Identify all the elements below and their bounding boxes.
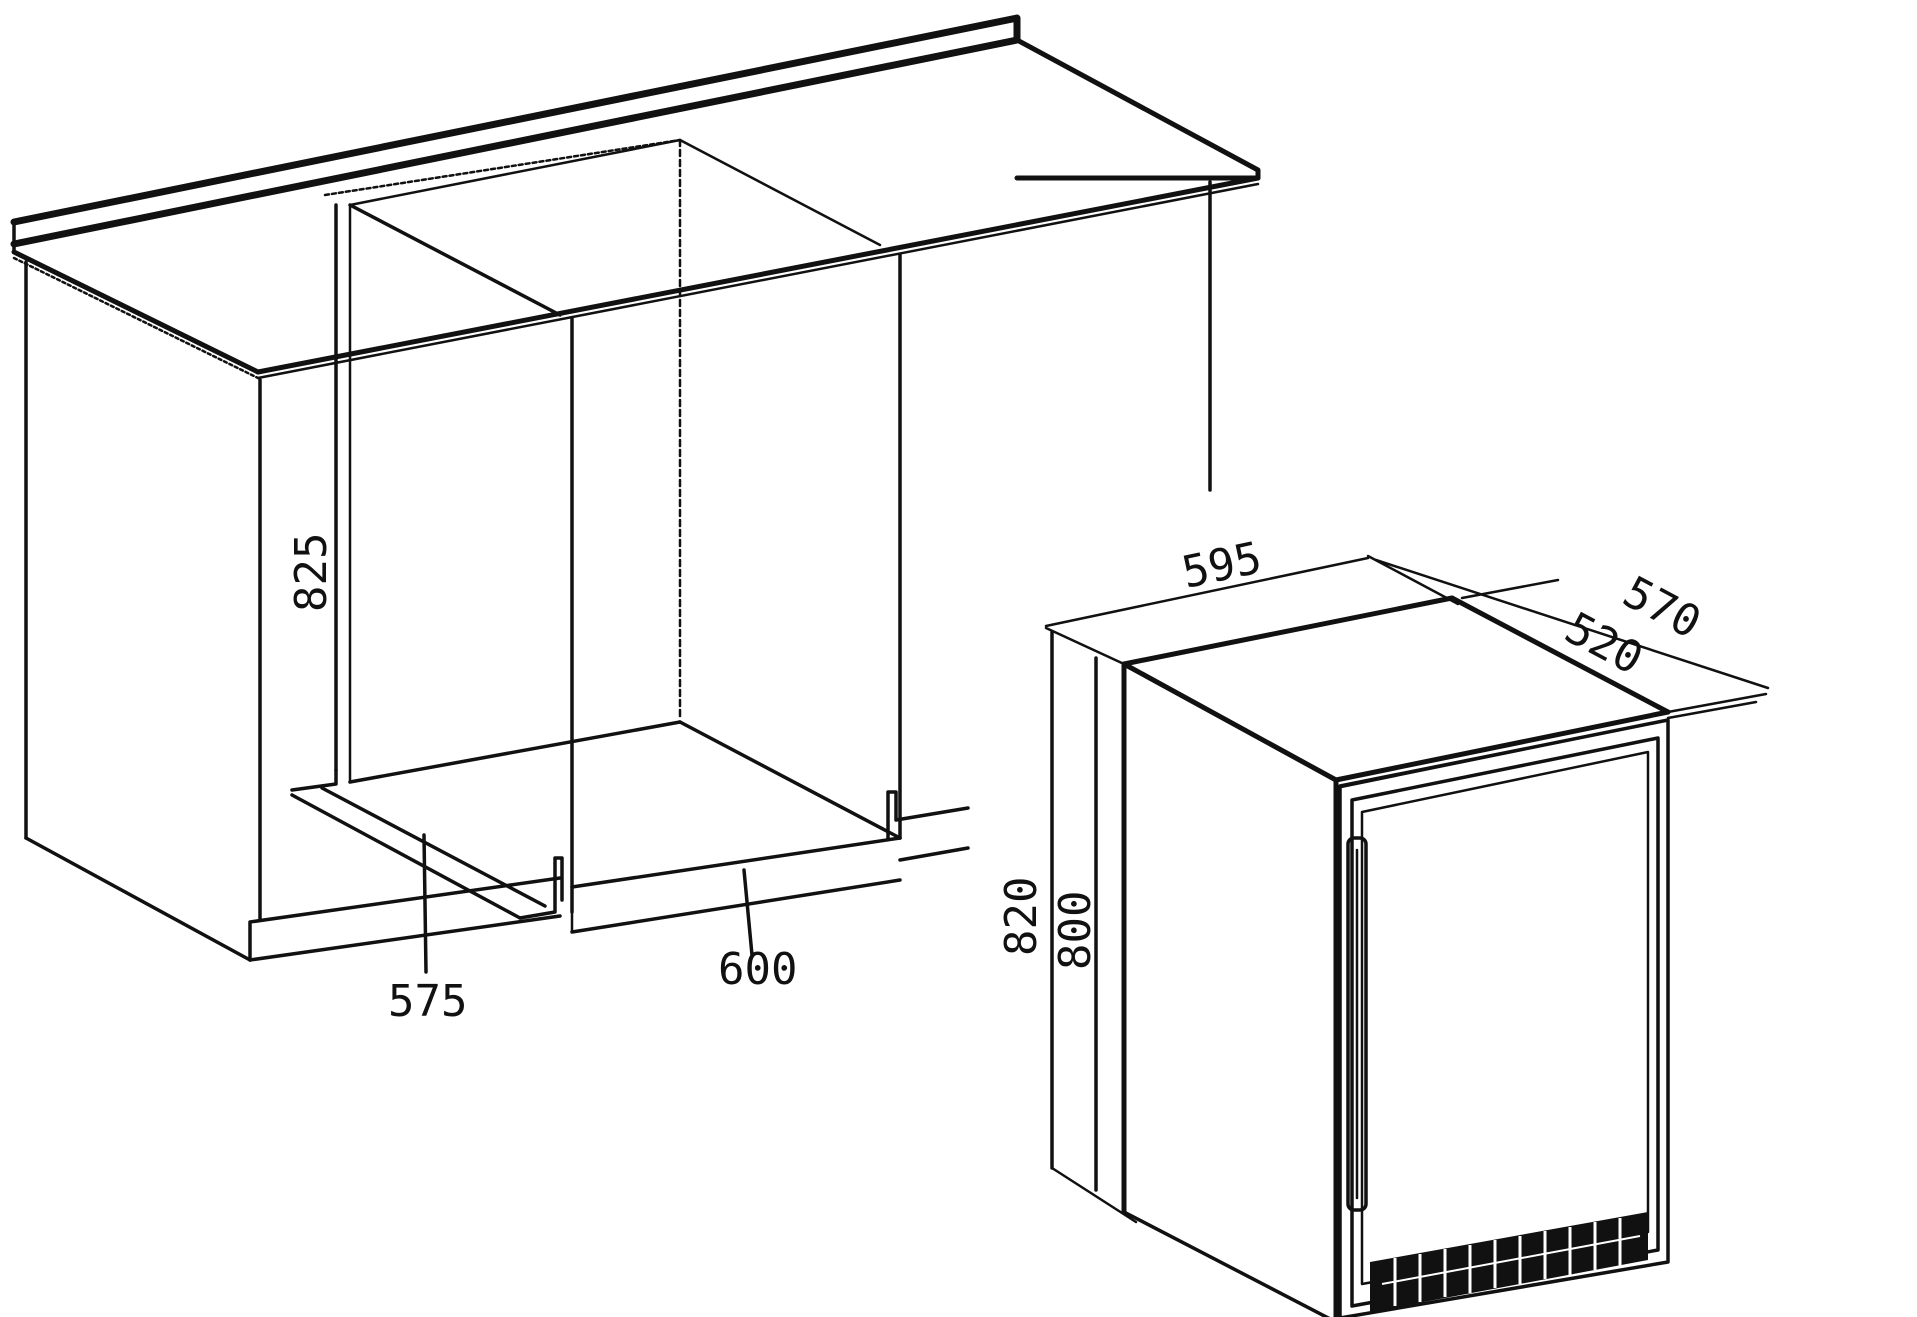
niche-depth-label: 575 bbox=[388, 976, 467, 1027]
door-handle[interactable] bbox=[1346, 836, 1368, 1212]
countertop bbox=[10, 14, 1261, 492]
appliance-side bbox=[1121, 661, 1339, 1317]
kitchen-cabinet-niche: 825 575 600 bbox=[10, 14, 1261, 1027]
ventilation-grille bbox=[1370, 1212, 1648, 1312]
appliance-width-label: 595 bbox=[1178, 532, 1266, 598]
appliance-height-body-label: 800 bbox=[1050, 891, 1101, 970]
depth-dimension bbox=[1374, 558, 1770, 720]
niche-depth-leader bbox=[422, 833, 428, 974]
niche-width-leader bbox=[742, 868, 754, 957]
side-cabinet bbox=[24, 260, 562, 962]
niche-width-label: 600 bbox=[718, 944, 797, 995]
niche-outline bbox=[290, 138, 902, 914]
appliance-top bbox=[1121, 595, 1671, 790]
height-dimension bbox=[1050, 630, 1138, 1224]
appliance-height-total-label: 820 bbox=[996, 877, 1047, 956]
niche-floor bbox=[290, 786, 970, 934]
wine-cooler-appliance: 595 570 520 820 800 bbox=[996, 532, 1770, 1317]
width-dimension bbox=[1044, 554, 1460, 666]
niche-height-label: 825 bbox=[286, 533, 337, 612]
